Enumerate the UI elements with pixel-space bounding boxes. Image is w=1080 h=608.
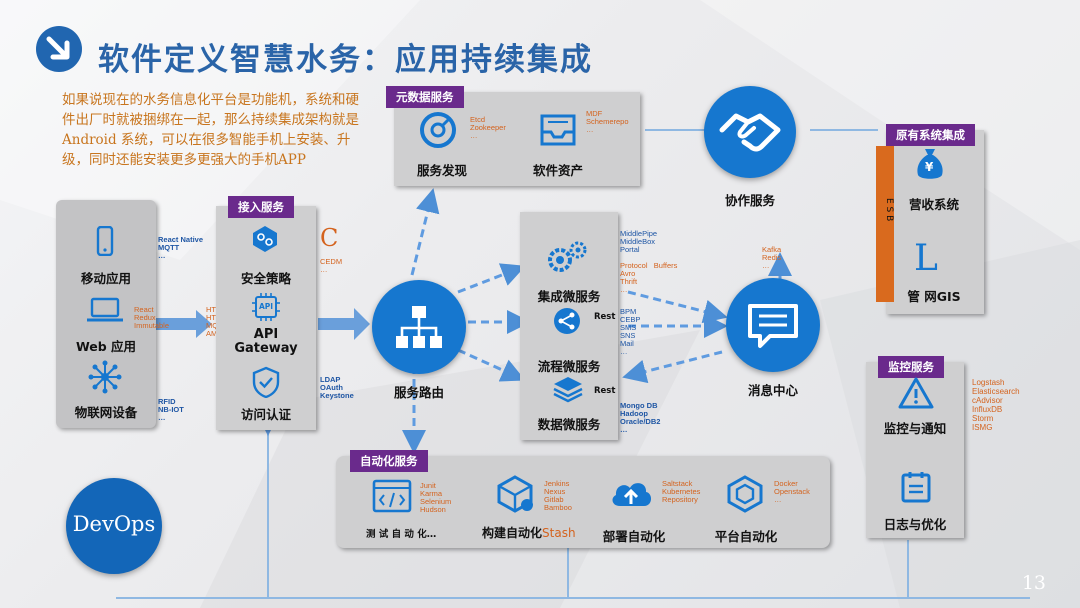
integration-tech: MiddlePipe MiddleBox Portal: [620, 229, 658, 254]
build-auto-suffix: Stash: [542, 526, 576, 540]
assets-tech: MDF Schemerepo …: [586, 109, 629, 134]
build-auto-label: 构建自动化: [482, 526, 543, 540]
cedm-tech: CEDM …: [320, 257, 343, 274]
rest-label-2: Rest: [594, 386, 616, 396]
api-chip-icon: API: [250, 292, 282, 322]
message-tech: Kafka Redis …: [762, 245, 782, 270]
iot-hub-icon: [88, 360, 122, 398]
hierarchy-icon: [396, 306, 442, 348]
page-title: 软件定义智慧水务：应用持续集成: [98, 42, 593, 78]
mobile-icon: [96, 225, 114, 260]
pipe-gis-label: 管 网GIS: [907, 289, 961, 304]
web-app-label: Web 应用: [75, 339, 137, 354]
security-policy-icon: [250, 224, 280, 258]
warning-icon: [898, 376, 934, 414]
arrow-icon: [36, 26, 82, 72]
metadata-service-tag: 元数据服务: [386, 86, 464, 108]
api-chip-text: API: [259, 302, 274, 311]
platform-cube-icon: [724, 474, 766, 518]
iot-tech: RFID NB-IOT …: [158, 397, 184, 422]
rest-label-1: Rest: [594, 312, 616, 322]
access-auth-label: 访问认证: [240, 407, 291, 422]
yen-glyph: ¥: [925, 160, 934, 174]
software-assets-label: 软件资产: [532, 163, 583, 178]
integration-ms-label: 集成微服务: [537, 289, 601, 304]
service-discovery-icon: [418, 110, 458, 154]
esb-bar: E S B: [876, 146, 894, 302]
monitor-notify-label: 监控与通知: [883, 421, 947, 436]
process-ms-label: 流程微服务: [537, 359, 601, 374]
access-service-tag: 接入服务: [228, 196, 294, 218]
security-policy-label: 安全策略: [240, 271, 291, 286]
mobile-app-label: 移动应用: [80, 271, 131, 286]
message-center-label: 消息中心: [747, 383, 798, 398]
calendar-log-icon: [900, 470, 932, 508]
devops-label: DevOps: [72, 512, 156, 536]
data-ms-label: 数据微服务: [537, 417, 601, 432]
process-tech: BPM CEBP SMS SNS Mail …: [620, 307, 641, 356]
api-gateway-label: API Gateway: [234, 327, 298, 356]
shield-check-icon: [252, 366, 280, 402]
deploy-auto-label: 部署自动化: [602, 529, 666, 544]
cloud-upload-icon: [608, 476, 654, 516]
iot-device-label: 物联网设备: [74, 405, 138, 420]
devops-circle: [66, 478, 162, 574]
cedm-logo: C: [320, 224, 339, 252]
test-auto-label: 测 试 自 动 化…: [366, 529, 437, 540]
share-icon: [552, 306, 582, 340]
code-window-icon: [372, 478, 412, 518]
service-discovery-label: 服务发现: [416, 163, 467, 178]
page-number: 13: [1021, 572, 1046, 594]
monitor-tech: Logstash Elasticsearch cAdvisor InfluxDB…: [972, 378, 1020, 432]
layers-icon: [552, 374, 584, 408]
esb-label: E S B: [884, 198, 894, 222]
monitor-tag: 监控服务: [878, 356, 944, 378]
auth-tech: LDAP OAuth Keystone: [320, 375, 354, 400]
router-circle: [372, 280, 466, 374]
deploy-tech: Saltstack Kubernetes Repository: [662, 479, 701, 504]
gears-icon: [544, 240, 590, 280]
platform-tech: Docker Openstack …: [774, 479, 810, 504]
revenue-system-label: 营收系统: [908, 197, 959, 212]
inbox-icon: [538, 112, 578, 152]
build-tech: Jenkins Nexus Gitlab Bamboo: [544, 479, 572, 512]
discovery-tech: Etcd Zookeeper …: [470, 115, 506, 140]
laptop-icon: [86, 296, 124, 328]
collaboration-circle: [704, 86, 796, 178]
automation-tag: 自动化服务: [350, 450, 428, 472]
data-tech: Mongo DB Hadoop Oracle/DB2 …: [620, 401, 661, 434]
chat-icon: [748, 304, 798, 348]
money-bag-icon: ¥: [914, 146, 946, 186]
platform-auto-label: 平台自动化: [714, 529, 778, 544]
intro-text: 如果说现在的水务信息化平台是功能机，系统和硬件出厂时就被捆绑在一起，那么持续集成…: [62, 92, 359, 168]
mobile-tech: React Native MQTT …: [158, 235, 204, 260]
test-tech: Junit Karma Selenium Hudson: [420, 481, 452, 514]
integration-tech-2: Protocol Buffers Avro Thrift …: [620, 261, 678, 294]
handshake-icon: [719, 113, 781, 152]
service-router-label: 服务路由: [393, 385, 444, 400]
build-cube-icon: [494, 474, 536, 518]
collaboration-label: 协作服务: [724, 193, 775, 208]
legacy-tag: 原有系统集成: [886, 124, 975, 146]
log-optimize-label: 日志与优化: [883, 517, 947, 532]
message-center-circle: [726, 278, 820, 372]
gis-logo: L: [914, 238, 938, 279]
web-tech: React Redux Immutable: [134, 305, 170, 330]
build-auto-label-wrap: 构建自动化Stash: [482, 524, 576, 541]
